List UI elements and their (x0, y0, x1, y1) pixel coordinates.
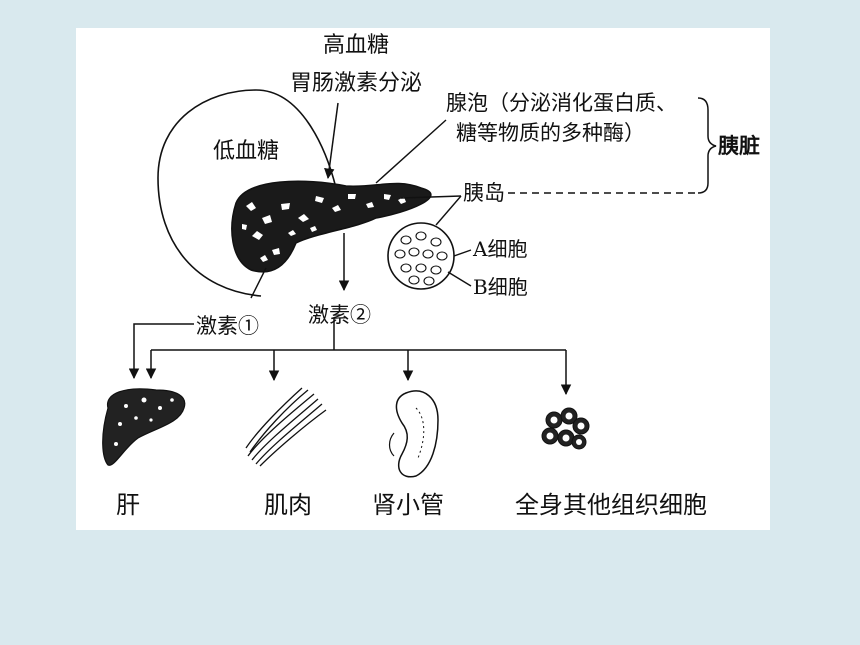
pancreas-hormone-diagram: 高血糖 胃肠激素分泌 低血糖 腺泡（分泌消化蛋白质、 糖等物质的多种酶） 胰脏 … (102, 33, 760, 519)
liver-icon (102, 388, 186, 466)
pancreas-shape (231, 180, 432, 273)
label-gut-hormone: 胃肠激素分泌 (290, 71, 422, 96)
pancreas-bracket (508, 97, 717, 194)
label-liver: 肝 (116, 491, 140, 519)
label-hormone2: 激素② (308, 303, 371, 327)
label-pancreas: 胰脏 (718, 133, 760, 158)
muscle-icon (245, 387, 327, 467)
label-hormone1: 激素① (196, 314, 259, 338)
kidney-tubule-icon (388, 390, 439, 478)
label-acinus-line1: 腺泡（分泌消化蛋白质、 (446, 91, 677, 115)
label-kidney-tubule: 肾小管 (372, 491, 444, 519)
leader-lines (375, 119, 472, 287)
label-a-cell: A细胞 (472, 237, 527, 261)
islet-cluster (387, 222, 455, 290)
feedback-loop (157, 89, 337, 297)
label-b-cell: B细胞 (473, 275, 528, 299)
label-low-glucose: 低血糖 (213, 139, 279, 164)
body-cells-icon (541, 407, 590, 450)
gut-hormone-arrow (324, 102, 339, 180)
label-islet: 胰岛 (463, 181, 505, 205)
label-muscle: 肌肉 (264, 491, 312, 519)
distribution-lines (128, 318, 572, 396)
diagram-panel: 高血糖 胃肠激素分泌 低血糖 腺泡（分泌消化蛋白质、 糖等物质的多种酶） 胰脏 … (76, 28, 770, 530)
hormone1-leader (250, 267, 267, 299)
label-acinus-line2: 糖等物质的多种酶） (456, 121, 645, 145)
label-body-cells: 全身其他组织细胞 (515, 491, 707, 519)
label-high-glucose: 高血糖 (323, 33, 389, 58)
